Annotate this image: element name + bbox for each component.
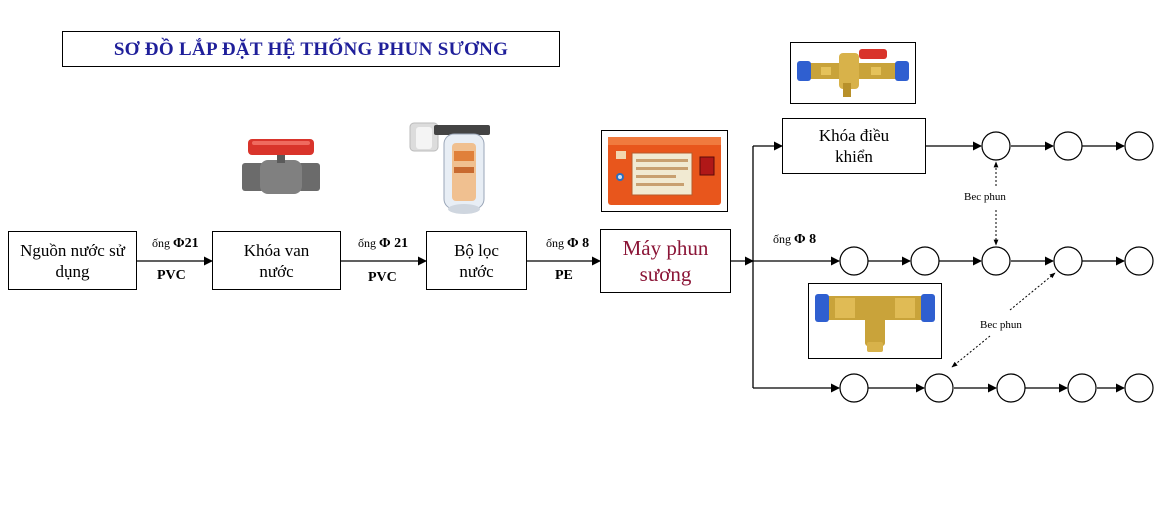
nozzle (839, 373, 869, 403)
t-connector-icon (815, 294, 935, 352)
node-control-valve-label: Khóa điều khiển (818, 126, 890, 166)
nozzle (981, 246, 1011, 276)
nozzle (1067, 373, 1097, 403)
nozzle-label-1: Bec phun (964, 191, 1006, 203)
node-water-filter: Bộ lọc nước (426, 231, 527, 290)
nozzle-label-2: Bec phun (980, 319, 1022, 331)
pipe-label-1: ống Φ21 (152, 236, 199, 251)
node-control-valve: Khóa điều khiển (782, 118, 926, 174)
node-mist-machine-label: Máy phun sương (622, 236, 709, 286)
pipe-material-3: PE (555, 268, 573, 283)
nozzle (910, 246, 940, 276)
control-valve-photo (790, 42, 916, 104)
pipe-material-2: PVC (368, 270, 397, 285)
nozzle (996, 373, 1026, 403)
nozzle (1124, 246, 1154, 276)
nozzle (1124, 373, 1154, 403)
nozzle (839, 246, 869, 276)
node-mist-machine: Máy phun sương (600, 229, 731, 293)
ball-valve-icon (242, 139, 320, 194)
nozzle (1053, 131, 1083, 161)
callout-arrow (951, 335, 991, 368)
nozzle (924, 373, 954, 403)
t-connector-photo (808, 283, 942, 359)
pipe-material-1: PVC (157, 268, 186, 283)
nozzle (1124, 131, 1154, 161)
node-water-source-label: Nguồn nước sử dụng (20, 240, 125, 281)
nozzle (1053, 246, 1083, 276)
diagram-title: SƠ ĐỒ LẮP ĐẶT HỆ THỐNG PHUN SƯƠNG (62, 31, 560, 67)
node-water-valve: Khóa van nước (212, 231, 341, 290)
brass-valve-icon (797, 49, 909, 97)
node-water-filter-label: Bộ lọc nước (454, 240, 499, 281)
node-water-valve-label: Khóa van nước (243, 240, 310, 281)
mist-machine-icon (608, 137, 721, 205)
node-water-source: Nguồn nước sử dụng (8, 231, 137, 290)
pipe-label-4: ống Φ 8 (773, 232, 817, 247)
nozzle (981, 131, 1011, 161)
pipe-label-2: ống Φ 21 (358, 236, 409, 251)
callout-arrow (1009, 272, 1056, 311)
mist-machine-photo (601, 130, 728, 212)
pipe-label-3: ống Φ 8 (546, 236, 590, 251)
water-filter-icon (409, 122, 490, 214)
